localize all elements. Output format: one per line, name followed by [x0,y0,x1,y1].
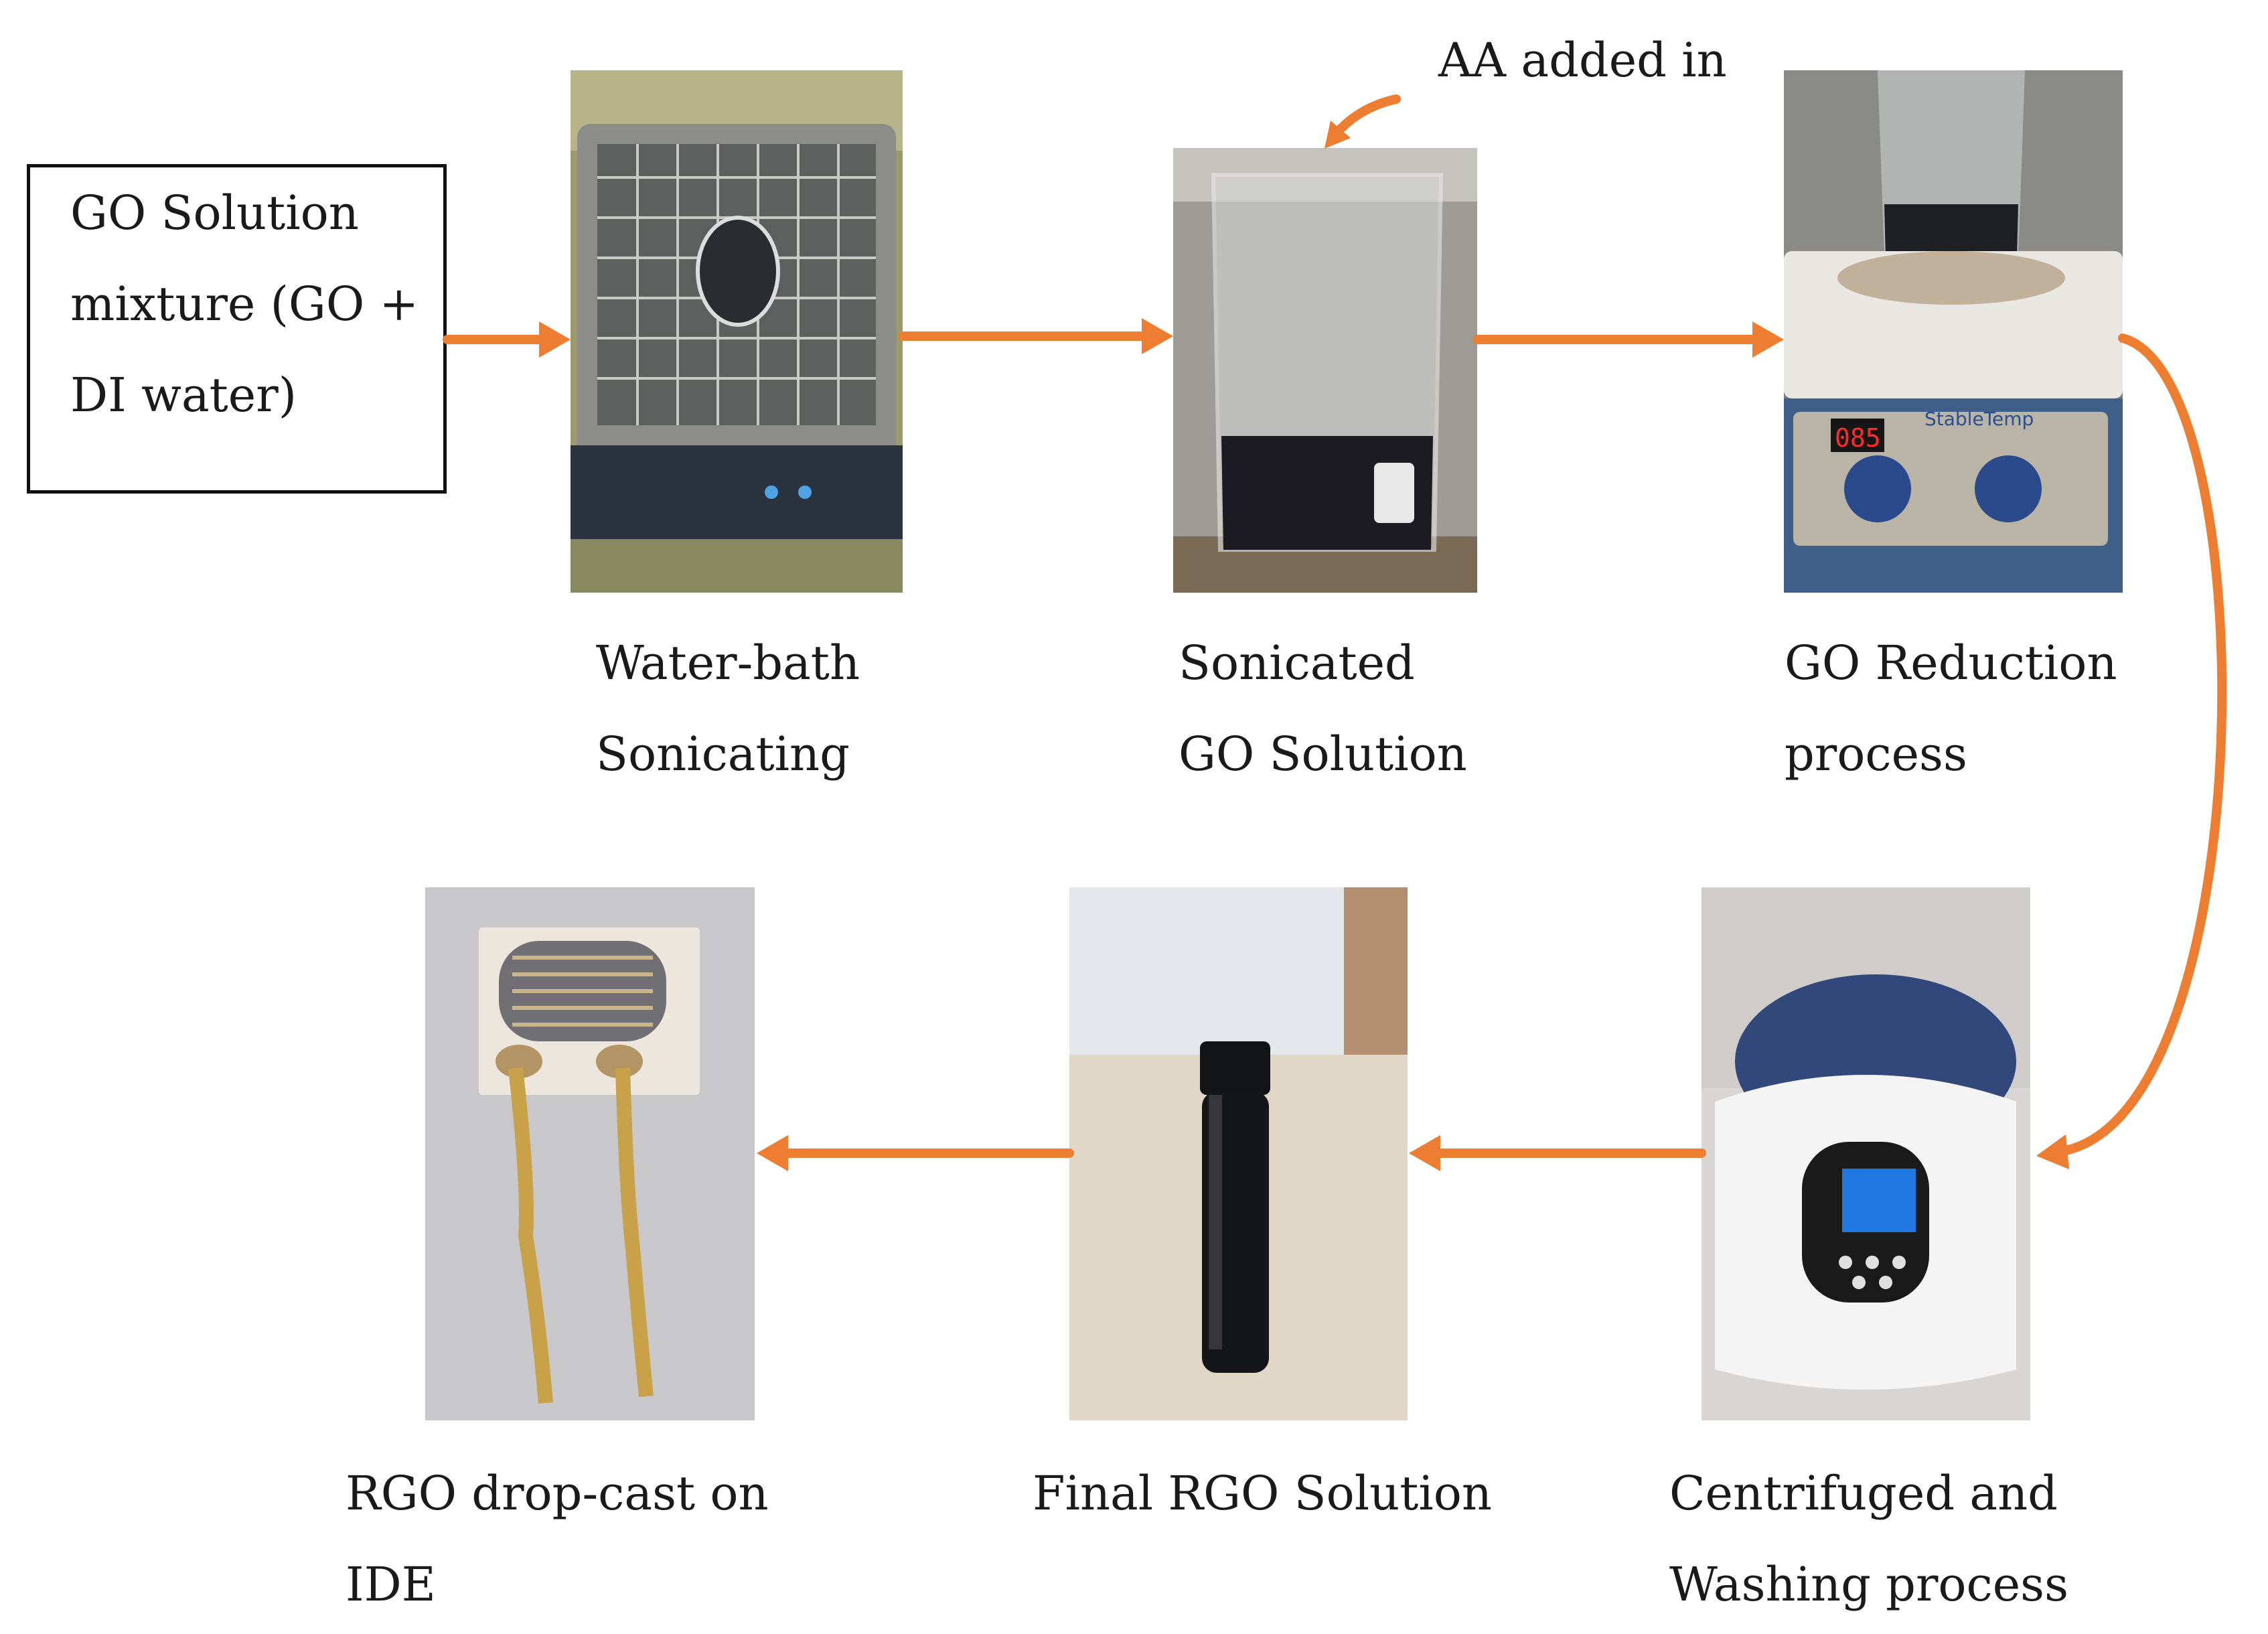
arrowhead-centrifuge-to-vial [1409,1135,1440,1171]
step-label-sonication-line-1: Water-bath [596,636,860,690]
step-label-dropcast: RGO drop-cast on IDE [346,1448,769,1630]
centrifuge-photo [1702,887,2030,1420]
step-label-final-line-1: Final RGO Solution [1033,1466,1492,1521]
step-label-sonicated-line-1: Sonicated [1179,636,1415,690]
step-label-sonicated: Sonicated GO Solution [1179,617,1467,800]
ide-sensor-photo [425,887,755,1420]
arrowhead-beaker-to-hotplate [1752,321,1784,358]
vial-photo [1069,887,1408,1420]
ultrasonic-bath-photo [571,70,903,593]
step-label-sonicated-line-2: GO Solution [1179,727,1467,782]
hotplate-stirrer-photo: 085 StableTemp [1784,70,2123,593]
temperature-display: 085 [1835,423,1881,453]
step-label-reduction: GO Reduction process [1785,617,2117,800]
arrowhead-hotplate-to-centrifuge [2036,1134,2069,1169]
step-label-sonication-line-2: Sonicating [596,727,850,782]
start-box-label: GO Solution mixture (GO + DI water) [70,167,419,441]
start-box-line-3: DI water) [70,368,297,423]
arrowhead-bath-to-beaker [1142,318,1173,354]
brand-label: StableTemp [1924,408,2034,430]
step-label-centrifuge-line-2: Washing process [1669,1557,2069,1612]
start-box-line-1: GO Solution [70,185,359,240]
step-label-centrifuge-line-1: Centrifuged and [1669,1466,2058,1521]
step-label-dropcast-line-2: IDE [346,1557,436,1612]
start-box: GO Solution mixture (GO + DI water) [27,164,447,494]
arrowhead-vial-to-ide [757,1135,788,1171]
arrow-aa-added [1331,94,1401,139]
annotation-aa-added: AA added in [1438,33,1727,88]
beaker-photo [1173,148,1477,593]
step-label-sonication: Water-bath Sonicating [596,617,860,800]
step-label-dropcast-line-1: RGO drop-cast on [346,1466,769,1521]
step-label-centrifuge: Centrifuged and Washing process [1669,1448,2068,1630]
step-label-final: Final RGO Solution [1033,1448,1492,1539]
step-label-reduction-line-1: GO Reduction [1785,636,2117,690]
arrowhead-aa-added [1325,121,1351,149]
start-box-line-2: mixture (GO + [70,277,419,331]
arrowhead-box-to-bath [539,321,571,358]
step-label-reduction-line-2: process [1785,727,1967,782]
